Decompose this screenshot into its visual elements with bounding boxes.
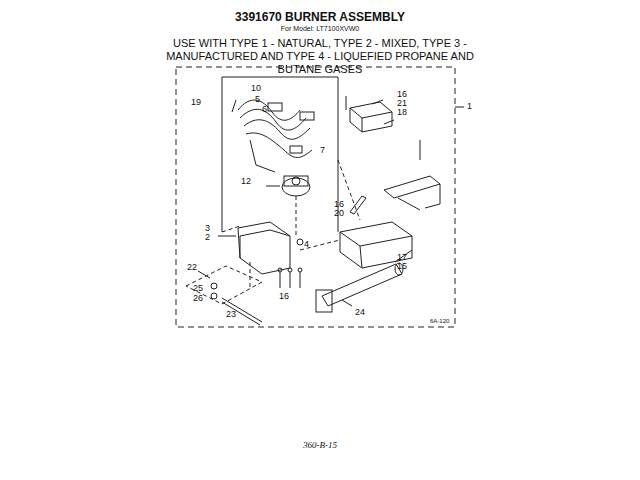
gas-type-note: USE WITH TYPE 1 - NATURAL, TYPE 2 - MIXE… xyxy=(155,37,485,76)
callout-number: 23 xyxy=(226,310,236,320)
screw xyxy=(297,239,303,245)
drawing-number: 6A-120 xyxy=(430,318,449,325)
callout-number: 16 xyxy=(279,292,289,302)
orifice xyxy=(222,298,262,325)
callout-number: 6 xyxy=(262,105,267,115)
callout-number: 25 xyxy=(193,284,203,294)
model-note: For Model: LT7100XVW0 xyxy=(281,25,359,33)
diagram-title: 3391670 BURNER ASSEMBLY xyxy=(235,11,405,24)
leader-line xyxy=(372,100,383,104)
screw xyxy=(420,140,421,160)
washer xyxy=(211,293,217,299)
callout-number: 12 xyxy=(241,177,251,187)
igniter xyxy=(384,176,440,208)
nut xyxy=(211,283,217,289)
leader-line xyxy=(384,120,394,124)
screw xyxy=(278,268,302,288)
page-number: 360-B-15 xyxy=(303,441,337,451)
guide-line xyxy=(222,160,360,290)
callout-number: 7 xyxy=(320,146,325,156)
callout-number: 15 xyxy=(397,262,407,272)
flame-sensor xyxy=(350,102,392,132)
leader-line xyxy=(398,198,420,210)
leader-line xyxy=(218,236,236,237)
harness-box xyxy=(222,77,338,232)
assembly-outline xyxy=(176,67,455,327)
burner-tube xyxy=(316,263,403,312)
callout-number: 1 xyxy=(467,102,472,112)
gas-valve xyxy=(266,176,310,196)
callout-number: 18 xyxy=(397,108,407,118)
callout-number: 2 xyxy=(205,233,210,243)
wire-harness xyxy=(232,100,314,172)
callout-number: 10 xyxy=(251,84,261,94)
screw xyxy=(346,96,347,110)
callout-number: 24 xyxy=(355,308,365,318)
callout-number: 19 xyxy=(191,98,201,108)
callout-number: 4 xyxy=(304,240,309,250)
callout-number: 26 xyxy=(193,294,203,304)
clip xyxy=(350,196,366,214)
leader-line xyxy=(198,271,210,278)
callout-number: 5 xyxy=(255,95,260,105)
leader-line xyxy=(455,107,464,108)
callout-number: 20 xyxy=(334,209,344,219)
leader-line xyxy=(395,250,412,262)
plate xyxy=(186,266,262,304)
callout-number: 22 xyxy=(187,263,197,273)
leader-line xyxy=(342,300,352,306)
mounting-bracket xyxy=(238,222,290,274)
